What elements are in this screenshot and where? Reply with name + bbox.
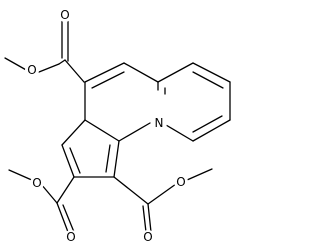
bond xyxy=(113,140,120,178)
bond xyxy=(84,62,125,83)
bond xyxy=(118,122,151,142)
bond xyxy=(38,63,60,73)
bond xyxy=(192,119,231,142)
bond xyxy=(123,62,159,83)
atom-label-layer: O O N O O O O xyxy=(25,8,188,244)
bond xyxy=(165,124,194,142)
oxygen-label: O xyxy=(60,8,69,22)
bond xyxy=(192,71,224,89)
bond xyxy=(105,144,111,173)
oxygen-label: O xyxy=(176,175,185,189)
bond xyxy=(58,59,66,65)
bond xyxy=(61,119,86,146)
bond xyxy=(4,57,29,72)
oxygen-label: O xyxy=(66,230,75,244)
bond xyxy=(91,71,125,89)
oxygen-label: O xyxy=(143,230,152,244)
bond xyxy=(147,183,177,205)
bond xyxy=(56,176,75,204)
molecule-diagram: O O N O O O O xyxy=(4,8,231,244)
bond xyxy=(69,147,81,174)
bond xyxy=(142,205,147,233)
bond xyxy=(61,144,75,178)
bond xyxy=(8,169,35,182)
bond xyxy=(64,59,85,83)
bond xyxy=(40,183,58,204)
bond xyxy=(192,115,223,133)
nitrogen-label: N xyxy=(155,116,164,130)
oxygen-label: O xyxy=(27,63,36,77)
bond xyxy=(157,62,194,83)
bond xyxy=(186,168,213,181)
bond xyxy=(192,62,231,83)
bond xyxy=(84,119,120,142)
bond xyxy=(147,203,152,233)
bond-layer xyxy=(4,19,231,233)
oxygen-label: O xyxy=(32,176,41,190)
bond xyxy=(113,176,149,205)
bond xyxy=(62,204,75,233)
bond xyxy=(56,202,69,233)
